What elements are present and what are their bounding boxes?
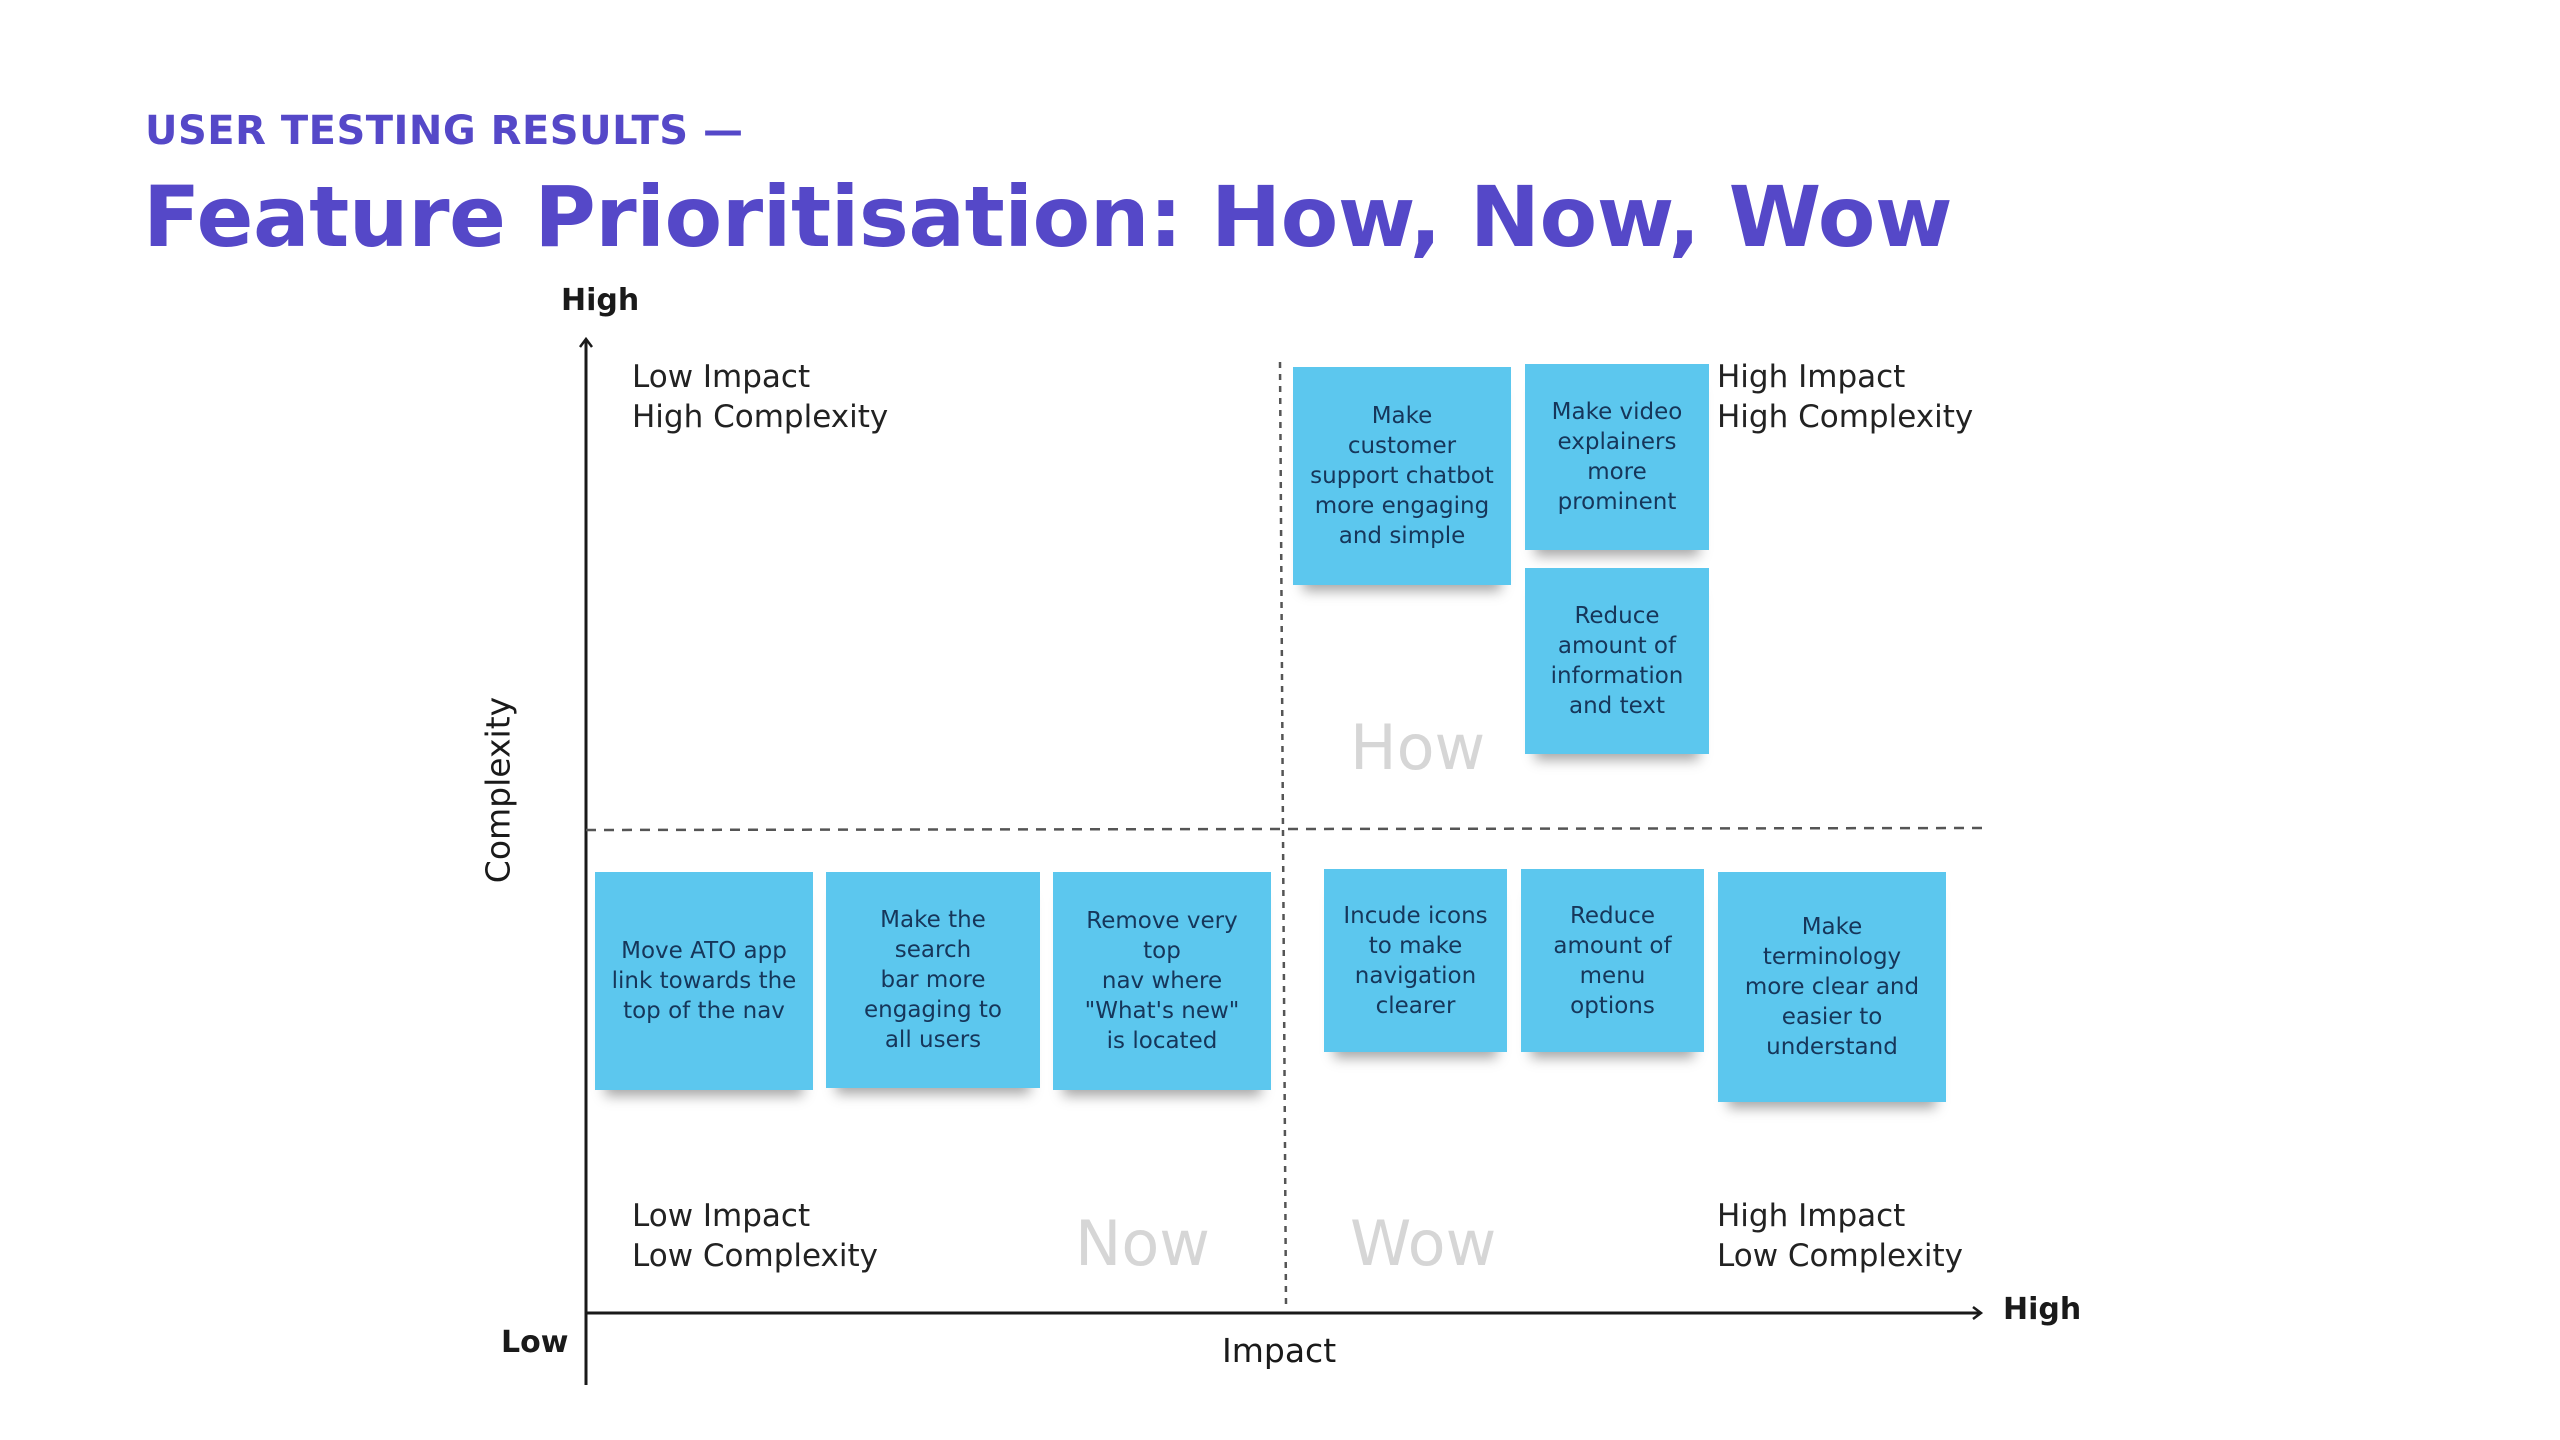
sticky-note: Make terminology more clear and easier t… bbox=[1718, 872, 1946, 1102]
quadrant-name-now: Now bbox=[1075, 1207, 1211, 1280]
sticky-note-text: Make customer support chatbot more engag… bbox=[1310, 403, 1494, 549]
quadrant-label-line: Low Impact bbox=[632, 359, 811, 395]
quadrant-label-top-left: Low Impact High Complexity bbox=[632, 357, 888, 437]
sticky-note-text: Reduce amount of information and text bbox=[1550, 603, 1684, 719]
sticky-note: Make the search bar more engaging to all… bbox=[826, 872, 1040, 1088]
sticky-note: Reduce amount of information and text bbox=[1525, 568, 1709, 754]
sticky-note-text: Remove very top nav where "What's new" i… bbox=[1084, 908, 1240, 1054]
quadrant-label-line: Low Complexity bbox=[1717, 1238, 1963, 1274]
x-axis-low-label: Low bbox=[501, 1325, 569, 1360]
sticky-note-text: Reduce amount of menu options bbox=[1553, 902, 1672, 1019]
quadrant-label-line: High Complexity bbox=[1717, 399, 1974, 435]
quadrant-label-line: High Impact bbox=[1717, 359, 1906, 395]
sticky-note-text: Make video explainers more prominent bbox=[1551, 399, 1683, 515]
quadrant-label-bottom-right: High Impact Low Complexity bbox=[1717, 1196, 1963, 1276]
quadrant-label-top-right: High Impact High Complexity bbox=[1717, 357, 1973, 437]
quadrant-label-bottom-left: Low Impact Low Complexity bbox=[632, 1196, 878, 1276]
quadrant-name-how: How bbox=[1350, 711, 1486, 784]
sticky-note: Remove very top nav where "What's new" i… bbox=[1053, 872, 1271, 1090]
x-axis-label: Impact bbox=[1222, 1331, 1337, 1370]
horizontal-divider bbox=[585, 826, 1986, 832]
x-axis-high-label: High bbox=[2003, 1292, 2082, 1327]
vertical-divider bbox=[1278, 361, 1288, 1306]
section-eyebrow: USER TESTING RESULTS — bbox=[145, 108, 744, 154]
sticky-note: Make video explainers more prominent bbox=[1525, 364, 1709, 550]
sticky-note-text: Move ATO app link towards the top of the… bbox=[611, 938, 797, 1024]
quadrant-name-wow: Wow bbox=[1350, 1207, 1497, 1280]
quadrant-label-line: High Complexity bbox=[632, 399, 889, 435]
y-axis-label: Complexity bbox=[478, 696, 518, 884]
quadrant-label-line: Low Impact bbox=[632, 1198, 811, 1234]
y-axis-high-label: High bbox=[561, 283, 640, 318]
page-title: Feature Prioritisation: How, Now, Wow bbox=[143, 168, 1953, 266]
sticky-note: Reduce amount of menu options bbox=[1521, 869, 1704, 1052]
sticky-note-text: Incude icons to make navigation clearer bbox=[1343, 902, 1488, 1019]
sticky-note: Move ATO app link towards the top of the… bbox=[595, 872, 813, 1090]
sticky-note: Make customer support chatbot more engag… bbox=[1293, 367, 1511, 585]
sticky-note-text: Make terminology more clear and easier t… bbox=[1744, 914, 1920, 1060]
sticky-note: Incude icons to make navigation clearer bbox=[1324, 869, 1507, 1052]
quadrant-label-line: Low Complexity bbox=[632, 1238, 878, 1274]
quadrant-label-line: High Impact bbox=[1717, 1198, 1906, 1234]
sticky-note-text: Make the search bar more engaging to all… bbox=[864, 907, 1002, 1053]
